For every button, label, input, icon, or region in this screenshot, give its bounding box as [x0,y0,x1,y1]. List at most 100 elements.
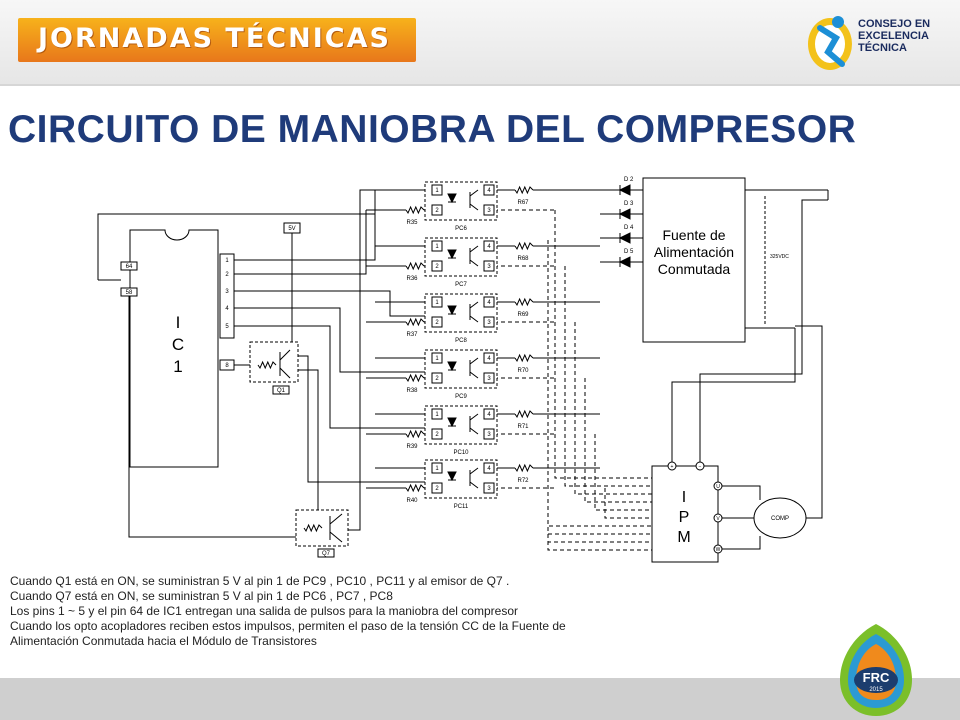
opto-pin [483,462,495,474]
resistor-icon [514,409,534,419]
ic-pin-64 [120,261,138,271]
led-icon [447,305,457,316]
opto-pin-label: 4 [487,244,491,250]
vcc-5v-box [283,222,301,234]
opto-pin [483,204,495,216]
voltage-label: 325VDC [770,254,789,260]
resistor-label: R37 [406,332,418,338]
jornadas-banner: JORNADAS TÉCNICAS [18,18,416,62]
led-icon [447,249,457,260]
ipm-terminal [713,544,723,554]
opto-pin [483,260,495,272]
ic-label-1: I [176,313,181,332]
resistor-icon [514,297,534,307]
ic-label-3: 1 [173,357,182,376]
opto-pin [483,240,495,252]
ipm-terminal-label: U [716,484,720,490]
opto-pin-label: 3 [487,432,491,438]
ic-pin-label: 4 [225,306,229,312]
opto-name: PC7 [455,282,467,288]
ipm-terminal-label: V [716,516,720,522]
opto-pin [483,482,495,494]
phototransistor-icon [469,413,479,435]
ic-label-2: C [172,335,184,354]
opto-pin-label: 2 [435,320,439,326]
compressor-motor [753,497,807,539]
q1-transistor [249,341,299,383]
opto-pin-label: 1 [435,244,439,250]
opto-pin [483,372,495,384]
opto-pin [431,240,443,252]
opto-pin-label: 3 [487,208,491,214]
ipm-terminal-label: + [671,464,674,470]
diode-icon [618,256,631,268]
opto-pin [431,462,443,474]
resistor-icon [514,463,534,473]
resistor-icon [514,241,534,251]
opto-pin-label: 2 [435,486,439,492]
page-title: CIRCUITO DE MANIOBRA DEL COMPRESOR [8,108,857,151]
led-icon [447,193,457,204]
resistor-icon [405,373,425,383]
note-line: Cuando los opto acopladores reciben esto… [10,619,566,633]
opto-pin-label: 4 [487,188,491,194]
resistor-icon [405,483,425,493]
opto-pin [431,204,443,216]
opto-pin [431,372,443,384]
opto-pin-label: 4 [487,412,491,418]
q7-label [317,548,335,558]
opto-pin [483,408,495,420]
opto-pin-label: 3 [487,486,491,492]
ipm-label: I [682,489,686,506]
opto-pin-label: 3 [487,376,491,382]
resistor-label: R72 [517,478,529,484]
resistor-label: R67 [517,200,529,206]
consejo-emblem-icon [808,16,852,70]
resistor-icon [514,185,534,195]
smps-label: Conmutada [658,261,731,277]
led-icon [447,471,457,482]
led-icon [447,417,457,428]
consejo-logo: CONSEJO EN EXCELENCIA TÉCNICA [806,8,946,76]
header-bar: JORNADAS TÉCNICAS CONSEJO EN EXCELENCIA … [0,0,960,86]
opto-pin [431,184,443,196]
opto-pin [483,184,495,196]
resistor-label: R71 [517,424,529,430]
ic-pin-8 [219,359,235,371]
frc-badge-text: FRC [863,670,890,685]
ipm-terminal-label: − [699,464,702,470]
opto-name: PC6 [455,226,467,232]
phototransistor-icon [469,467,479,489]
ic-pin-label: 2 [225,272,229,278]
resistor-label: R69 [517,312,529,318]
resistor-label: R36 [406,276,418,282]
transistor-icon [279,349,291,379]
diode-icon [618,208,631,220]
opto-pin-label: 3 [487,264,491,270]
opto-pin-label: 4 [487,300,491,306]
ipm-terminal [713,481,723,491]
smps-label: Fuente de [662,227,725,243]
ipm-terminal [695,461,705,471]
phototransistor-icon [469,357,479,379]
ic-pin-header [219,253,235,339]
transistor-icon [329,513,343,543]
opto-name: PC8 [455,338,467,344]
note-line: Cuando Q1 está en ON, se suministran 5 V… [10,574,510,588]
ic-pin-label: 5 [225,324,229,330]
ipm-label: P [679,509,690,526]
diode-label: D 4 [624,225,634,231]
led-icon [447,361,457,372]
opto-pin-label: 1 [435,412,439,418]
resistor-icon [405,429,425,439]
ic-pin-58-label: 58 [126,290,133,296]
opto-pin-label: 2 [435,208,439,214]
ipm-box [651,465,719,563]
consejo-logo-text: CONSEJO EN EXCELENCIA TÉCNICA [858,18,931,54]
resistor-label: R70 [517,368,529,374]
ic-pin-label: 1 [225,258,229,264]
vcc-5v-box-label: 5V [288,226,295,232]
diode-icon [618,184,631,196]
opto-pin [431,408,443,420]
